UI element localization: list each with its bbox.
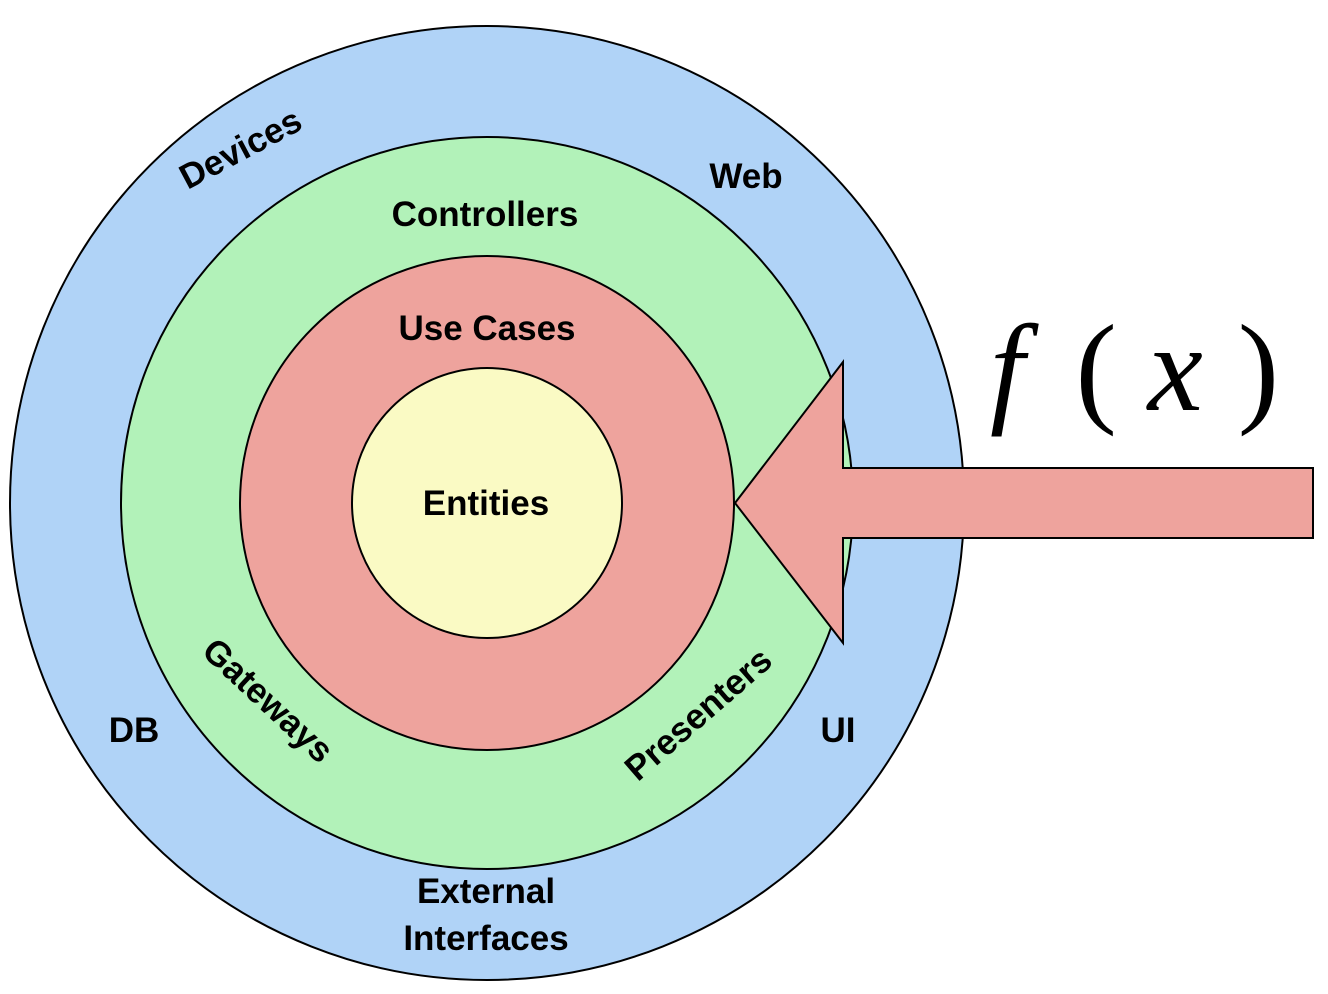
- label-entities: Entities: [423, 484, 549, 523]
- function-close-paren: ): [1238, 300, 1279, 437]
- label-ui: UI: [821, 711, 856, 750]
- label-controllers: Controllers: [392, 195, 579, 234]
- arrow-left-icon: [733, 359, 1314, 646]
- function-label: f ( x ): [990, 300, 1279, 437]
- label-use-cases: Use Cases: [398, 309, 575, 348]
- core-circle: [351, 367, 623, 639]
- label-interfaces: Interfaces: [403, 919, 568, 958]
- function-arg: x: [1146, 300, 1203, 437]
- label-web: Web: [709, 157, 782, 196]
- label-external: External: [417, 872, 555, 911]
- label-db: DB: [109, 711, 160, 750]
- function-open-paren: (: [1075, 300, 1116, 437]
- function-name: f: [990, 300, 1039, 437]
